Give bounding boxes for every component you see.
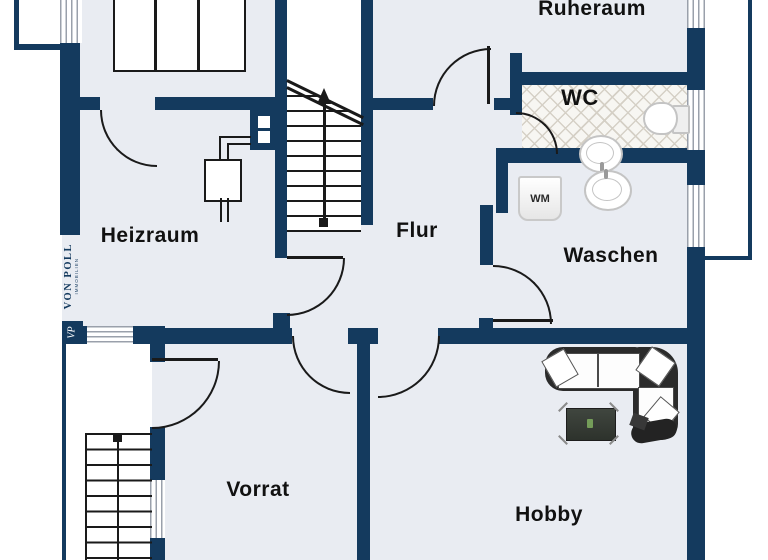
door-arc-vorrat (292, 336, 350, 394)
window (60, 0, 82, 43)
exterior-right (705, 0, 768, 560)
coffee-table (566, 408, 616, 441)
chimney-flue (258, 131, 270, 143)
stairs-direction-arrow (323, 100, 326, 222)
door-leaf (287, 256, 343, 259)
room-label-waschen: Waschen (563, 244, 659, 267)
heater-pipe (227, 143, 229, 160)
brand-subtitle: IMMOBILIEN (74, 257, 79, 295)
door-leaf (487, 46, 490, 104)
wall-left-exterior (60, 43, 80, 235)
wall-b-5 (438, 328, 687, 344)
room-label-flur: Flur (396, 219, 438, 242)
wall-vorrat-hobby-divider (357, 344, 370, 560)
sink (584, 170, 632, 211)
wall-flur-waschen (480, 205, 493, 265)
room-label-heizraum: Heizraum (100, 224, 200, 247)
exterior-outline (62, 344, 66, 560)
chimney-block (250, 108, 285, 150)
sink-tap (600, 162, 604, 172)
heater-pipe (227, 198, 229, 222)
stairs-down (85, 433, 152, 560)
window (87, 326, 133, 344)
wall-stair-right (361, 0, 373, 225)
heater-pipe (227, 143, 251, 145)
toilet-bowl (643, 102, 678, 135)
washing-machine-label: WM (530, 192, 550, 205)
door-arc-stairwell-vorrat (152, 361, 220, 429)
brand-name: VON POLL (63, 242, 74, 310)
wall-waschen-step (496, 148, 508, 213)
chimney-flue (258, 116, 270, 128)
door-arc-heizraum (100, 110, 157, 167)
washing-machine: WM (518, 176, 562, 221)
wall-vorrat-left-head (150, 326, 165, 362)
sink-tap (604, 169, 608, 179)
brand-abbr: VP (67, 326, 78, 339)
exterior-left (0, 0, 62, 560)
wall-top-stub (80, 97, 100, 110)
door-arc-ruheraum (433, 48, 491, 106)
stairs-arrow-head (317, 88, 331, 104)
room-label-hobby: Hobby (515, 503, 583, 526)
wall-vorrat-left-bottom (150, 538, 165, 560)
window (687, 185, 705, 247)
room-label-vorrat: Vorrat (226, 478, 290, 501)
heater-pipe (220, 198, 222, 222)
stairs-arrow-base (319, 218, 328, 227)
room-label-wc: WC (561, 85, 599, 110)
stairs-center-line (117, 433, 119, 560)
door-leaf (152, 358, 218, 361)
wall-heizraum-top (155, 97, 275, 110)
window (687, 90, 705, 150)
heater-pipe (219, 136, 221, 160)
wardrobe-divider (154, 0, 157, 70)
sink-basin (586, 142, 614, 164)
window (150, 480, 165, 538)
brand-abbr-box: VP (62, 321, 83, 344)
exterior-outline (705, 256, 752, 260)
wardrobe-divider (197, 0, 200, 70)
sink-basin (592, 178, 622, 201)
window (687, 0, 705, 28)
brand-logo: VON POLL IMMOBILIEN (59, 231, 83, 321)
wall-b-4 (348, 328, 378, 344)
sofa (541, 345, 680, 445)
exterior-outline (14, 44, 60, 50)
wall-b-3 (165, 328, 292, 344)
heater-pipe (219, 136, 251, 138)
wall-ruheraum (373, 98, 433, 110)
sink (579, 135, 623, 173)
heater (204, 159, 242, 202)
exterior-outline (14, 0, 19, 50)
wall-right-exterior (687, 0, 705, 560)
stairs-start-dot (113, 433, 122, 442)
wardrobe (113, 0, 246, 72)
door-arc-waschen (493, 265, 552, 324)
wall-heizraum-door-stub (273, 313, 290, 328)
wall-wc-left-upper (510, 53, 522, 115)
door-arc-hobby (378, 336, 440, 398)
door-arc-heizraum-flur (287, 258, 345, 316)
wall-wc-top (522, 72, 687, 85)
door-leaf (493, 319, 553, 322)
exterior-outline (748, 0, 752, 259)
wall-vorrat-left-mid (150, 427, 165, 480)
room-label-ruheraum: Ruheraum (538, 0, 646, 20)
